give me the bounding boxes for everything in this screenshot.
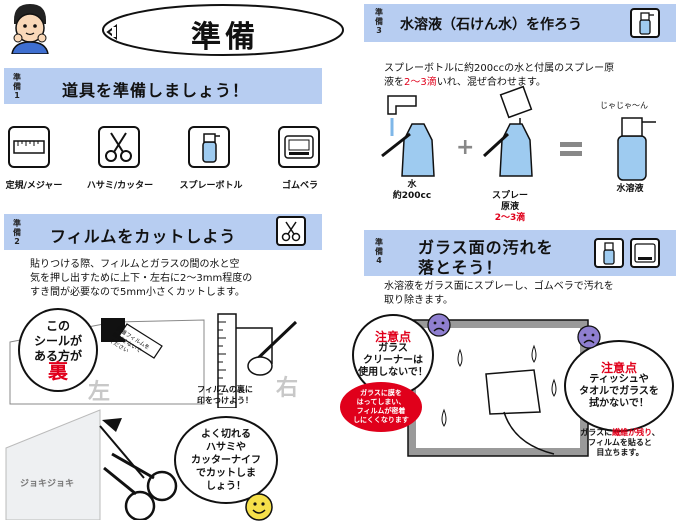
frown-face-icon (426, 312, 452, 338)
scissors-icon (276, 216, 306, 246)
scissors-icon (98, 126, 140, 168)
caution1-heading: 注意点 (374, 330, 411, 344)
water-label: 水 約200cc (392, 180, 432, 201)
squeegee-icon (278, 126, 320, 168)
step4-header-bar (364, 230, 676, 276)
cut-tip-bubble: よく切れる ハサミや カッターナイフ でカットしま しょう！ (174, 416, 278, 504)
cut-tip-text: よく切れる ハサミや カッターナイフ でカットしま しょう！ (191, 428, 261, 492)
step2-tag: 準 備 2 (13, 219, 21, 246)
sticker-speech-bubble: この シールが ある方が裏 (18, 308, 98, 392)
cutting-sound-label: ジョキジョキ (20, 479, 75, 489)
caution2-note: ガラスに繊維が残り、 フィルムを貼ると 目立ちます。 (566, 418, 674, 458)
step4-title-line2: 落とそう！ (418, 258, 503, 277)
caution2-note-before: ガラスに (580, 428, 613, 437)
spray-bottle-icon (188, 126, 230, 168)
spray-drops-text: 2～3滴 (494, 213, 526, 223)
caution2-note-after: 、 フィルムを貼ると 目立ちます。 (588, 428, 660, 457)
caution-tissue-bubble: 注意点 ティッシュや タオルでガラスを 拭かないで！ (564, 340, 674, 432)
caution2-text: ティッシュや タオルでガラスを 拭かないで！ (579, 374, 659, 409)
step1-header-bar (4, 68, 322, 104)
spray-label-text: スプレー 原液 (491, 191, 528, 212)
caution1-warning-red: ガラスに膜を はってしまい、 フィルムが密着 しにくくなります (340, 382, 422, 432)
ruler-icon (8, 126, 50, 168)
step3-text-before: スプレーボトルに約200ccの水と付属のスプレー原 液を (384, 63, 615, 88)
step3-title: 水溶液（石けん水）を作ろう (400, 17, 582, 33)
frown-face-icon (576, 324, 602, 350)
step2-header-bar (4, 214, 322, 250)
caution1-warning-text: ガラスに膜を はってしまい、 フィルムが密着 しにくくなります (353, 389, 409, 424)
spray-bottle-icon (594, 238, 624, 268)
step3-header-bar (364, 4, 676, 42)
drops-count: 2～3滴 (404, 77, 437, 88)
plus-sign: + (456, 135, 474, 160)
tool-label-spray: スプレーボトル (179, 181, 243, 191)
mascot-avatar (8, 2, 52, 55)
right-side-label: 右 (276, 376, 299, 401)
step2-title: フィルムをカットしよう (50, 227, 237, 246)
caution2-heading: 注意点 (600, 361, 637, 375)
mixing-illustration: + (381, 85, 656, 181)
mark-caption: フィルムの裏に 印をつけよう！ (197, 385, 253, 405)
tool-label-ruler: 定規/メジャー (5, 181, 63, 191)
smiley-face-icon (244, 492, 274, 522)
tool-label-scissors: ハサミ/カッター (86, 181, 154, 191)
back-side-label: 裏 (47, 358, 68, 383)
step3-description: スプレーボトルに約200ccの水と付属のスプレー原 液を2～3滴いれ、混ぜ合わせ… (384, 48, 676, 90)
step4-title-line1: ガラス面の汚れを (418, 238, 554, 257)
step2-description: 貼りつける際、フィルムとガラスの間の水と空 気を押し出すために上下・左右に2～3… (30, 259, 253, 298)
result-sound-label: じゃじゃ～ん (600, 101, 648, 110)
step3-tag: 準 備 3 (375, 8, 383, 35)
step1-title: 道具を準備しましょう！ (62, 81, 250, 100)
caution1-text: ガラス クリーナーは 使用しないで！ (358, 343, 428, 378)
left-side-label: 左 (88, 380, 111, 405)
step4-description: 水溶液をガラス面にスプレーし、ゴムベラで汚れを 取り除きます。 (384, 281, 614, 306)
glass-cleaning-illustration (407, 319, 589, 457)
step3-text-after: いれ、混ぜ合わせます。 (436, 77, 546, 88)
step4-tag: 準 備 4 (375, 238, 383, 265)
squeegee-icon (630, 238, 660, 268)
scissors-cutting-illustration (5, 409, 178, 520)
spray-bottle-icon (630, 8, 660, 38)
tool-label-squeegee: ゴムベラ (281, 181, 318, 191)
title-speech-bubble (102, 4, 344, 56)
solution-label: 水溶液 (616, 184, 644, 194)
sticker-bubble-text: この シールが ある方が (33, 318, 82, 363)
page-title: 準備 (191, 20, 259, 55)
step1-tag: 準 備 1 (13, 73, 21, 100)
caution2-note-red: 繊維が残り (612, 428, 652, 437)
